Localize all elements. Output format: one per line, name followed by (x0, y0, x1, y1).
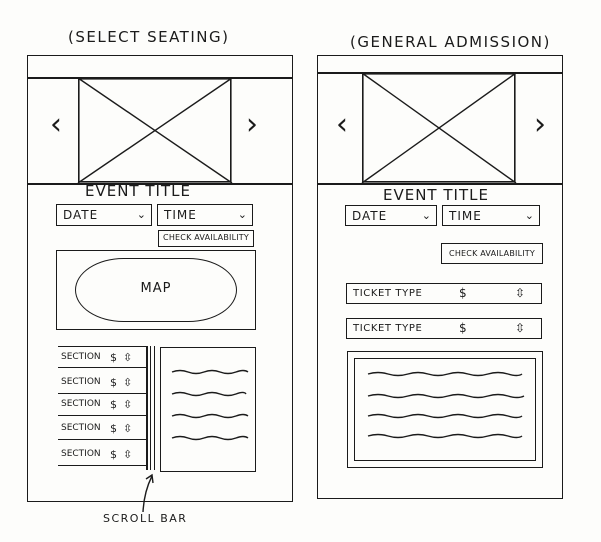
section-label: SECTION (61, 352, 101, 362)
left-carousel-divider (27, 183, 293, 185)
left-map-container (56, 250, 256, 330)
left-carousel-next-chevron-right-icon[interactable]: › (246, 107, 258, 142)
chevron-down-icon: ⌄ (136, 208, 147, 221)
stepper-icon[interactable]: ⇳ (123, 351, 133, 364)
stepper-icon[interactable]: ⇳ (123, 376, 133, 389)
right-date-dropdown[interactable]: DATE ⌄ (345, 205, 437, 226)
section-row[interactable]: SECTION $ ⇳ (58, 372, 146, 394)
right-description-box-outer (347, 351, 543, 468)
left-image-placeholder-icon (77, 77, 233, 184)
left-description-box (160, 347, 256, 472)
right-header-bar-divider (317, 72, 563, 74)
left-date-dropdown[interactable]: DATE ⌄ (56, 204, 152, 226)
section-list: SECTION $ ⇳ SECTION $ ⇳ SECTION $ ⇳ SECT… (58, 346, 156, 474)
date-label: DATE (63, 208, 99, 222)
right-check-availability-button[interactable]: CHECK AVAILABILITY (441, 243, 543, 264)
left-header-bar-divider (27, 77, 293, 79)
right-event-title: EVENT TITLE (383, 186, 489, 204)
left-carousel-prev-chevron-left-icon[interactable]: ‹ (50, 107, 62, 142)
ticket-type-row[interactable]: TICKET TYPE $ ⇳ (346, 318, 542, 339)
ticket-type-label: TICKET TYPE (353, 323, 423, 334)
scroll-bar[interactable] (150, 346, 155, 470)
time-label: TIME (164, 208, 197, 222)
ticket-type-row[interactable]: TICKET TYPE $ ⇳ (346, 283, 542, 304)
price-label: $ (110, 351, 117, 364)
price-label: $ (110, 422, 117, 435)
stepper-icon[interactable]: ⇳ (515, 321, 526, 335)
stepper-icon[interactable]: ⇳ (123, 422, 133, 435)
chevron-down-icon: ⌄ (524, 209, 535, 222)
left-caption: (SELECT SEATING) (68, 28, 230, 46)
left-check-availability-button[interactable]: CHECK AVAILABILITY (158, 230, 254, 247)
section-row[interactable]: SECTION $ ⇳ (58, 418, 146, 440)
date-label: DATE (352, 209, 388, 223)
scroll-bar-annotation-label: SCROLL BAR (103, 512, 188, 525)
ticket-type-label: TICKET TYPE (353, 288, 423, 299)
time-label: TIME (449, 209, 482, 223)
price-label: $ (459, 321, 468, 335)
stepper-icon[interactable]: ⇳ (123, 398, 133, 411)
right-caption: (GENERAL ADMISSION) (350, 33, 551, 51)
right-description-box-inner (354, 358, 536, 461)
price-label: $ (459, 286, 468, 300)
price-label: $ (110, 398, 117, 411)
left-event-title: EVENT TITLE (85, 182, 191, 200)
right-time-dropdown[interactable]: TIME ⌄ (442, 205, 540, 226)
right-description-text-placeholder (367, 371, 525, 439)
right-phone-frame (317, 55, 563, 499)
map-label: MAP (140, 281, 172, 296)
section-row[interactable]: SECTION $ ⇳ (58, 394, 146, 416)
section-row[interactable]: SECTION $ ⇳ (58, 346, 146, 368)
map-area[interactable]: MAP (75, 258, 237, 322)
left-time-dropdown[interactable]: TIME ⌄ (157, 204, 253, 226)
chevron-down-icon: ⌄ (421, 209, 432, 222)
section-row[interactable]: SECTION $ ⇳ (58, 444, 146, 466)
right-carousel-prev-chevron-left-icon[interactable]: ‹ (336, 107, 348, 142)
right-carousel-divider (317, 183, 563, 185)
section-list-right-edge (146, 346, 148, 470)
price-label: $ (110, 448, 117, 461)
section-label: SECTION (61, 449, 101, 459)
stepper-icon[interactable]: ⇳ (515, 286, 526, 300)
section-label: SECTION (61, 377, 101, 387)
left-phone-frame (27, 55, 293, 502)
left-description-text-placeholder (171, 369, 249, 441)
chevron-down-icon: ⌄ (237, 208, 248, 221)
scroll-bar-annotation-arrow (142, 473, 154, 513)
section-label: SECTION (61, 423, 101, 433)
right-image-placeholder-icon (361, 72, 517, 184)
right-carousel-next-chevron-right-icon[interactable]: › (534, 107, 546, 142)
stepper-icon[interactable]: ⇳ (123, 448, 133, 461)
section-label: SECTION (61, 399, 101, 409)
price-label: $ (110, 376, 117, 389)
